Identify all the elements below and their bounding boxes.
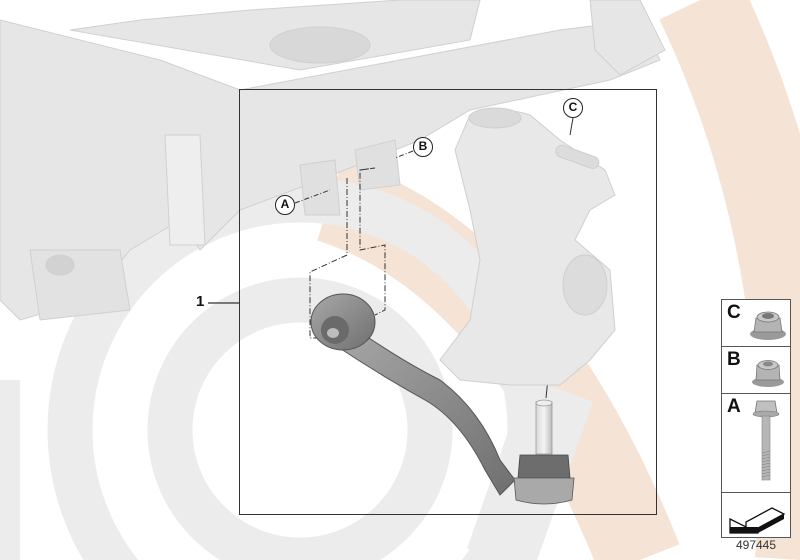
callout-b: B (413, 137, 433, 157)
callout-a: A (275, 195, 295, 215)
legend-label-c: C (727, 302, 741, 323)
assembly-frame (239, 89, 657, 515)
flange-nut-large-icon (750, 311, 786, 340)
legend-label-b: B (727, 349, 741, 370)
position-number: 1 (196, 293, 205, 310)
hex-flange-bolt-icon (752, 400, 780, 481)
diagram-id: 497445 (735, 538, 777, 552)
legend-item-a: A (721, 393, 791, 493)
legend-item-arrow (721, 492, 791, 538)
legend-item-b: B (721, 346, 791, 394)
callout-c: C (563, 98, 583, 118)
legend-item-c: C (721, 299, 791, 347)
flange-nut-icon (752, 360, 784, 387)
legend-label-a: A (727, 396, 741, 417)
direction-arrow-icon (729, 507, 786, 534)
